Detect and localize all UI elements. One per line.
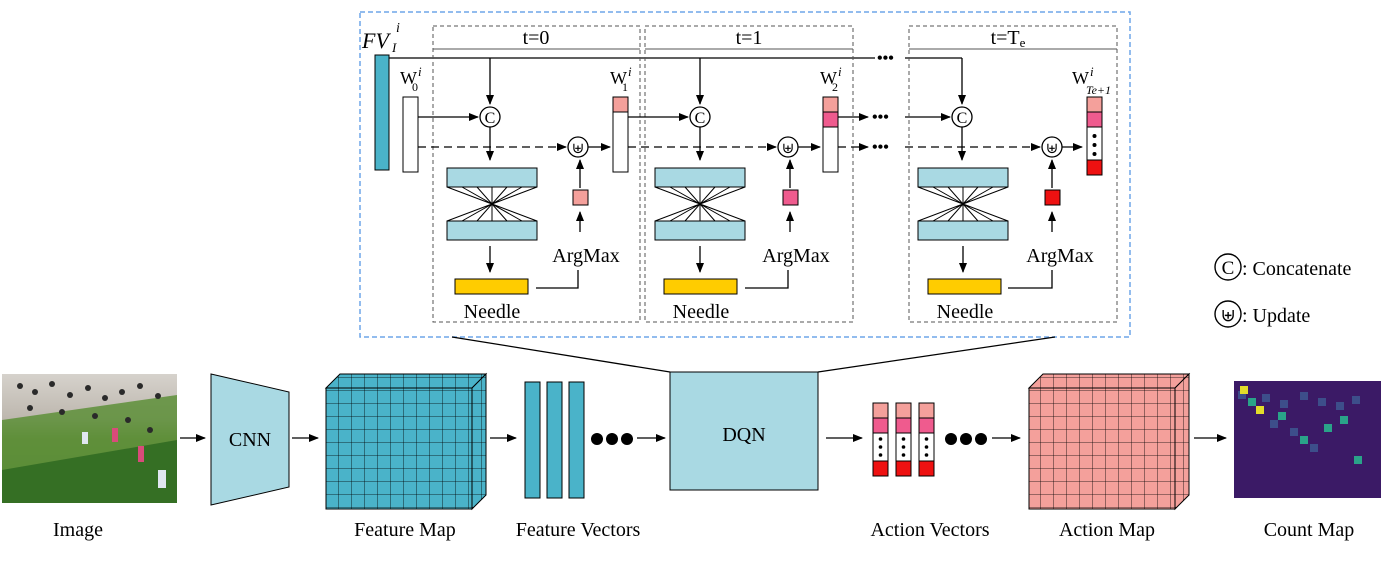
action-cell <box>1044 189 1061 206</box>
final-action-vector <box>1086 96 1103 176</box>
step-t0: t=0 C Needle ArgMax ⊎ W i <box>418 25 641 323</box>
cnn-block <box>210 373 290 506</box>
svg-text:C: C <box>1222 258 1235 279</box>
action-vectors-label: Action Vectors <box>870 519 989 541</box>
needle-bar <box>454 278 529 295</box>
zoom-line-right <box>817 336 1056 373</box>
feature-map-cube <box>324 372 488 511</box>
svg-text:i: i <box>418 64 422 79</box>
svg-text:Needle: Needle <box>937 301 994 323</box>
svg-text:W: W <box>1072 68 1089 88</box>
step-t0-title: t=0 <box>523 27 550 49</box>
image-label: Image <box>53 519 103 541</box>
svg-text:⊎: ⊎ <box>1046 141 1059 157</box>
action-vectors <box>872 402 987 477</box>
legend-update-icon <box>1214 300 1242 328</box>
action-map-label: Action Map <box>1059 519 1155 541</box>
w0-label: W <box>400 68 417 88</box>
svg-text:1: 1 <box>622 80 628 94</box>
action-cell <box>572 189 589 206</box>
needle-bar <box>663 278 738 295</box>
feature-vectors <box>524 381 633 499</box>
count-map-label: Count Map <box>1264 519 1355 541</box>
step-t0-box <box>432 25 641 323</box>
needle-label: Needle <box>464 301 521 323</box>
svg-text:0: 0 <box>412 80 418 94</box>
svg-text:C: C <box>485 110 496 127</box>
svg-text:Needle: Needle <box>673 301 730 323</box>
pipeline: Image CNN Feature Map Feature Vectors DQ… <box>2 371 1381 541</box>
fv-label: FV <box>361 28 391 53</box>
zoom-line-left <box>451 336 671 373</box>
network-bottom-layer <box>446 220 538 241</box>
feature-map-label: Feature Map <box>354 519 456 541</box>
svg-text:C: C <box>695 110 706 127</box>
svg-text:•••: ••• <box>872 139 889 156</box>
count-map <box>1234 381 1381 498</box>
fv-line-dots: ••• <box>877 50 894 67</box>
fv-sub: I <box>391 40 397 55</box>
dqn-label: DQN <box>722 424 765 446</box>
step-te-title: t=Te <box>991 27 1026 50</box>
svg-text:2: 2 <box>832 80 838 94</box>
svg-text:C: C <box>957 110 968 127</box>
svg-text:W: W <box>820 68 837 88</box>
svg-text:Te+1: Te+1 <box>1086 83 1111 97</box>
feature-vectors-label: Feature Vectors <box>516 519 641 541</box>
legend-concat-label: : Concatenate <box>1242 258 1352 280</box>
legend: C : Concatenate ⊎ : Update <box>1214 253 1352 328</box>
input-image <box>2 374 177 503</box>
svg-text:i: i <box>838 64 842 79</box>
legend-update-label: : Update <box>1242 305 1310 327</box>
detail-dashed-border <box>359 11 1131 338</box>
svg-text:⊎: ⊎ <box>572 141 585 157</box>
network-top-layer <box>446 167 538 188</box>
dqn-detail-panel: FV i I ••• W i 0 t=0 C <box>359 11 1131 338</box>
cnn-label: CNN <box>229 429 271 451</box>
svg-text:W: W <box>610 68 627 88</box>
action-cell <box>782 189 799 206</box>
legend-concat-icon <box>1214 253 1242 281</box>
fv-bar <box>374 54 390 171</box>
svg-text:i: i <box>1090 64 1094 79</box>
fv-sup: i <box>396 21 400 36</box>
svg-text:⊎: ⊎ <box>782 141 795 157</box>
needle-bar <box>927 278 1002 295</box>
svg-text:ArgMax: ArgMax <box>762 245 829 267</box>
dqn-block <box>669 371 819 491</box>
w0-vector <box>402 96 419 173</box>
action-map-cube <box>1027 372 1191 511</box>
svg-text:•••: ••• <box>872 109 889 126</box>
step-t1-title: t=1 <box>736 27 763 49</box>
step-te: t=Te C Needle ArgMax ⊎ W i Te+1 <box>905 25 1118 323</box>
svg-text:ArgMax: ArgMax <box>1026 245 1093 267</box>
svg-text:⊎: ⊎ <box>1220 305 1235 325</box>
svg-text:i: i <box>628 64 632 79</box>
argmax-label: ArgMax <box>552 245 619 267</box>
step-t1: t=1 C Needle ArgMax ⊎ W i 2 <box>628 25 854 323</box>
